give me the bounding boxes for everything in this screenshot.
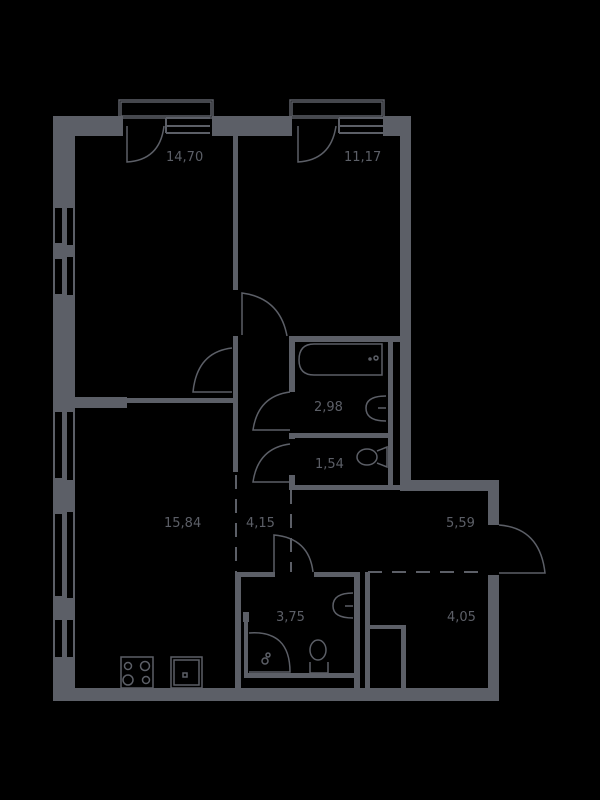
area-label-toilet: 1,54 — [315, 457, 344, 472]
interior-doors — [192, 292, 546, 574]
area-label-bedroom-2: 11,17 — [344, 150, 381, 165]
area-label-bedroom-1: 14,70 — [166, 150, 203, 165]
bathtub-icon — [298, 343, 383, 376]
balcony-door-left — [118, 99, 214, 163]
room-labels: 14,70 11,17 2,98 1,54 15,84 4,15 5,59 3,… — [164, 150, 476, 625]
left-windows — [55, 208, 73, 657]
toilet-icon-shower-room — [309, 639, 329, 674]
area-label-entry-storage: 4,05 — [447, 610, 476, 625]
oven-icon — [170, 656, 203, 689]
area-label-living-kitchen: 15,84 — [164, 516, 201, 531]
area-label-bathroom: 2,98 — [314, 400, 343, 415]
balcony-door-right — [289, 99, 385, 163]
zone-lines — [235, 475, 488, 573]
sink-icon-shower-room — [332, 592, 354, 619]
shower-icon — [248, 632, 291, 673]
sink-icon — [365, 395, 387, 422]
interior-walls — [75, 136, 406, 692]
stove-icon — [120, 656, 154, 689]
area-label-hallway: 5,59 — [446, 516, 475, 531]
area-label-corridor: 4,15 — [246, 516, 275, 531]
area-label-shower-room: 3,75 — [276, 610, 305, 625]
toilet-icon — [356, 445, 388, 469]
